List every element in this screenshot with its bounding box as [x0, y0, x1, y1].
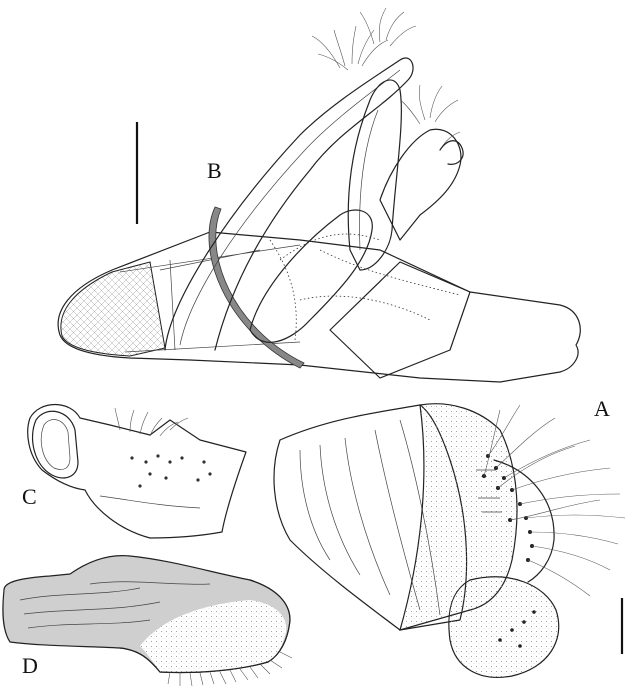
upper-rod: [164, 57, 414, 351]
lower-lobe: [249, 209, 373, 343]
panel-a-drawing: [273, 403, 626, 678]
setae-tufts-b: [311, 7, 461, 151]
loop-c: [31, 410, 79, 479]
right-plate: [329, 261, 471, 379]
round-lobe: [448, 576, 560, 678]
setae-a: [483, 404, 626, 597]
right-sclerite: [379, 128, 462, 241]
stippled-lobe: [399, 403, 518, 631]
panel-c-drawing: [27, 404, 247, 539]
panel-label-d: D: [22, 653, 38, 678]
panel-label-c: C: [22, 484, 37, 509]
basal-mesh: [60, 261, 166, 357]
aedeagus-body: [57, 231, 581, 383]
setal-arc: [493, 459, 555, 583]
panel-d-drawing: [2, 555, 293, 687]
central-sclerite: [347, 79, 402, 271]
panel-b-drawing: [57, 7, 581, 383]
panel-label-b: B: [207, 158, 222, 183]
segment-c: [27, 404, 247, 539]
grey-ring: [208, 206, 305, 369]
panel-label-a: A: [594, 396, 610, 421]
